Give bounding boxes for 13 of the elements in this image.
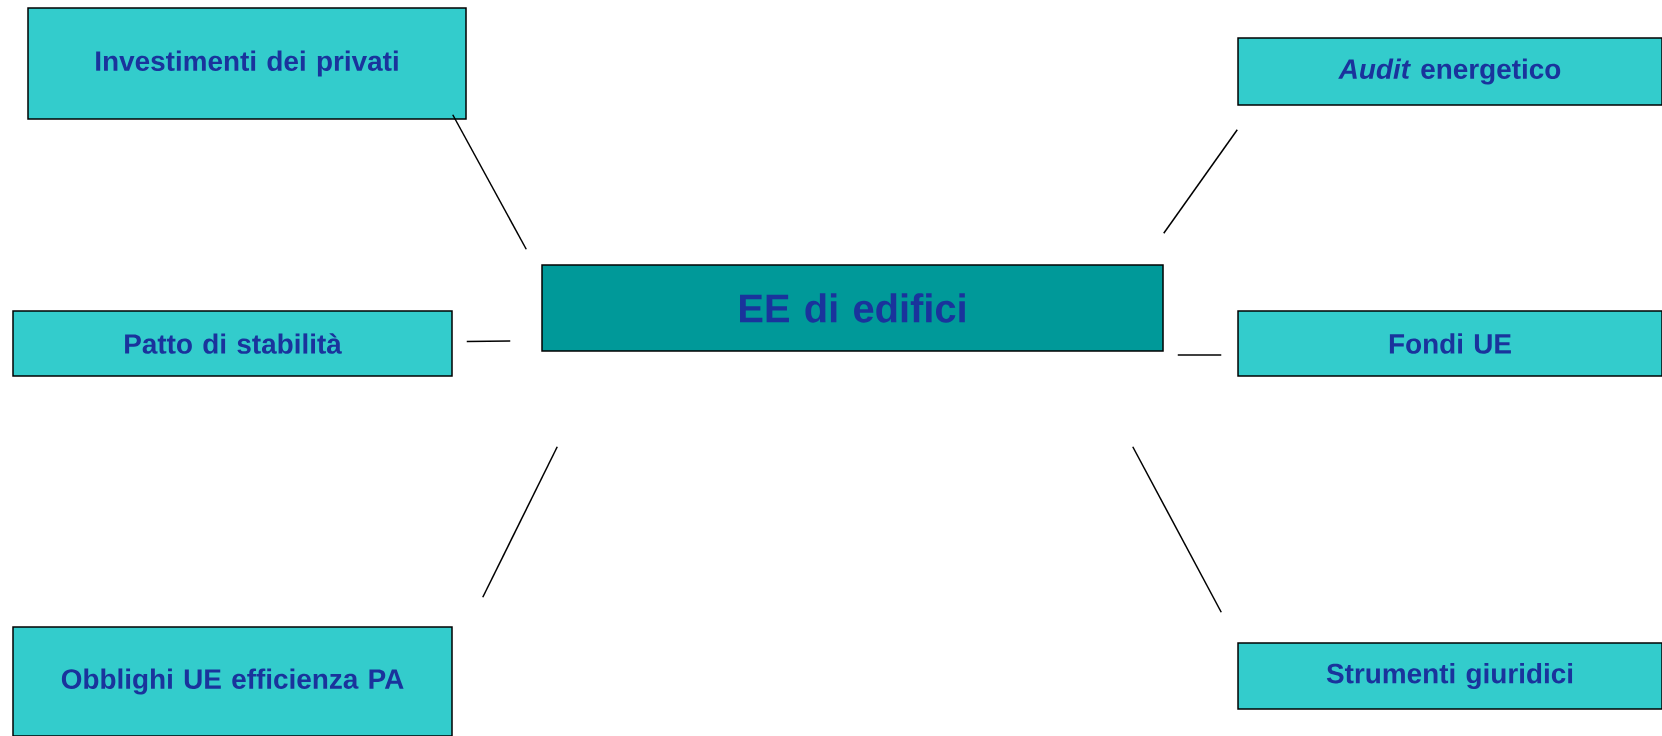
process-box: Fondi UE <box>1237 310 1662 377</box>
connector-line <box>466 340 511 343</box>
process-box: Obblighi UE efficienza PA <box>12 626 453 736</box>
process-box: Strumenti giuridici <box>1237 642 1662 710</box>
process-box: EE di edifici <box>541 264 1164 352</box>
connector-line <box>452 114 527 250</box>
connector-line <box>482 446 558 598</box>
connector-line <box>1132 446 1222 613</box>
connector-line <box>1163 129 1238 234</box>
process-box: Patto di stabilità <box>12 310 453 377</box>
connector-line <box>1177 354 1222 356</box>
process-box: Audit energetico <box>1237 37 1662 106</box>
process-box: Investimenti dei privati <box>27 7 467 120</box>
